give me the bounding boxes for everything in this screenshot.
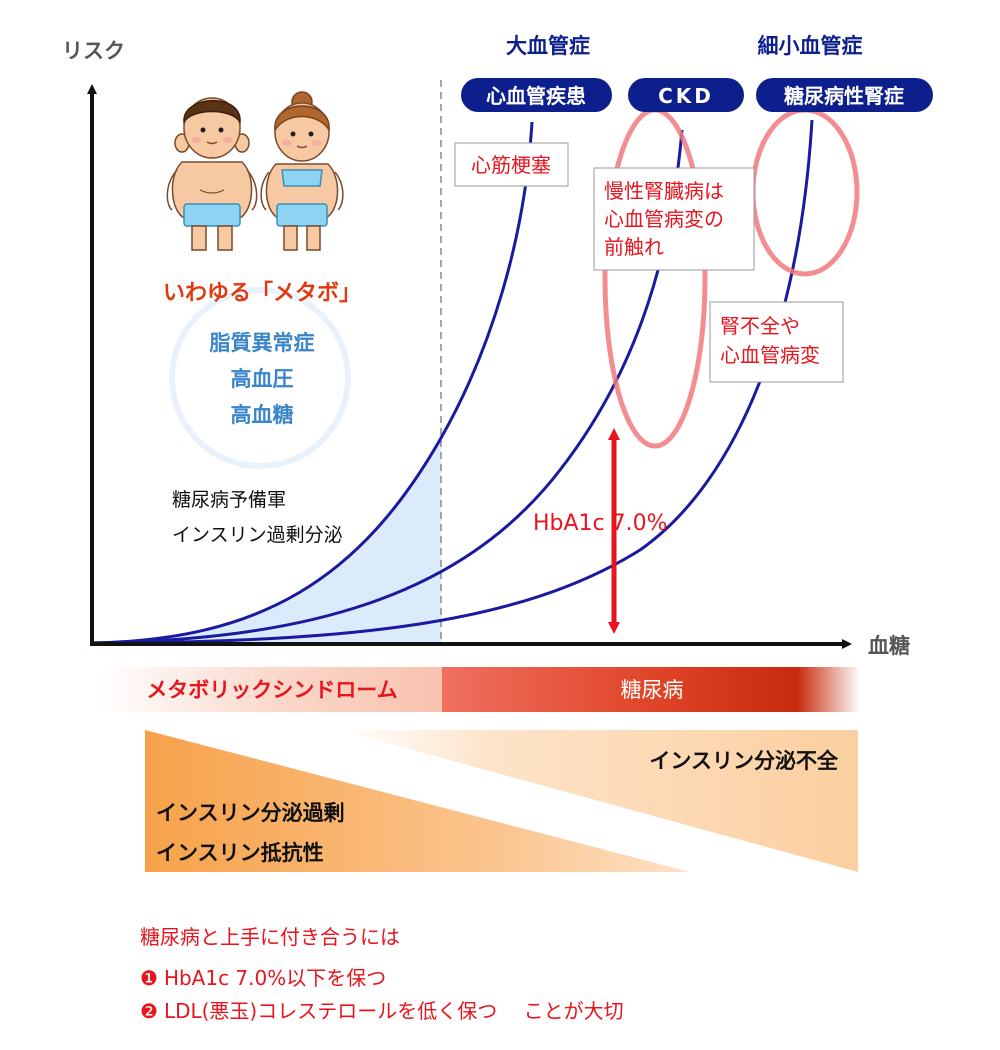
risk-curve-nephropathy [91,119,814,645]
girl-illustration [260,91,344,251]
svg-text:前触れ: 前触れ [604,235,664,259]
advice-title: 糖尿病と上手に付き合うには [140,925,400,949]
svg-text:CKD: CKD [658,84,714,108]
x-axis-label: 血糖 [868,634,910,658]
condition-hypertension: 高血圧 [231,367,294,391]
diabetes-label: 糖尿病 [621,678,684,702]
prediabetes-line-2: インスリン過剰分泌 [172,524,343,546]
insulin-excess-label-1: インスリン分泌過剰 [156,801,345,825]
insulin-deficiency-triangle [340,730,858,872]
metabo-label: いわゆる「メタボ」 [163,281,361,306]
svg-text:心血管病変: 心血管病変 [720,343,820,367]
metabolic-syndrome-band [100,667,442,712]
svg-text:心筋梗塞: 心筋梗塞 [471,153,551,177]
prediabetes-line-1: 糖尿病予備軍 [172,489,286,511]
metabolic-syndrome-label: メタボリックシンドローム [146,678,397,702]
renal-note-box: 腎不全や 心血管病変 [709,301,844,383]
pill-ckd: CKD [628,78,744,112]
pill-cardiovascular: 心血管疾患 [461,78,612,112]
advice-item-2-number: ❷ [140,999,158,1023]
pill-nephropathy: 糖尿病性腎症 [756,78,933,112]
condition-hyperglycemia: 高血糖 [231,403,294,427]
hba1c-label: HbA1c 7.0% [533,511,668,536]
advice-item-2-text: LDL(悪玉)コレステロールを低く保つ ことが大切 [164,999,624,1023]
prediabetes-shaded-area [92,438,441,643]
ckd-note-box: 慢性腎臓病は 心血管病変の 前触れ [593,167,755,271]
advice-item-1-text: HbA1c 7.0%以下を保つ [164,966,386,990]
svg-text:腎不全や: 腎不全や [720,314,800,338]
svg-text:慢性腎臓病は: 慢性腎臓病は [604,179,724,203]
diabetes-band [442,667,860,712]
insulin-deficiency-label: インスリン分泌不全 [649,749,839,773]
conditions-highlight-circle [169,287,351,469]
insulin-resistance-label: インスリン抵抗性 [156,841,324,865]
macro-vascular-heading: 大血管症 [506,34,590,58]
micro-vascular-heading: 細小血管症 [758,34,863,58]
insulin-excess-triangle [145,730,690,872]
advice-item-1-number: ❶ [140,966,158,990]
boy-illustration [166,97,258,251]
svg-text:心血管疾患: 心血管疾患 [486,84,586,108]
y-axis-label: リスク [62,39,125,63]
condition-dyslipidemia: 脂質異常症 [210,331,315,355]
svg-text:糖尿病性腎症: 糖尿病性腎症 [784,84,904,108]
svg-text:心血管病変の: 心血管病変の [604,207,724,231]
mi-annotation-box: 心筋梗塞 [454,142,569,187]
risk-curve-cardiovascular [91,121,534,645]
